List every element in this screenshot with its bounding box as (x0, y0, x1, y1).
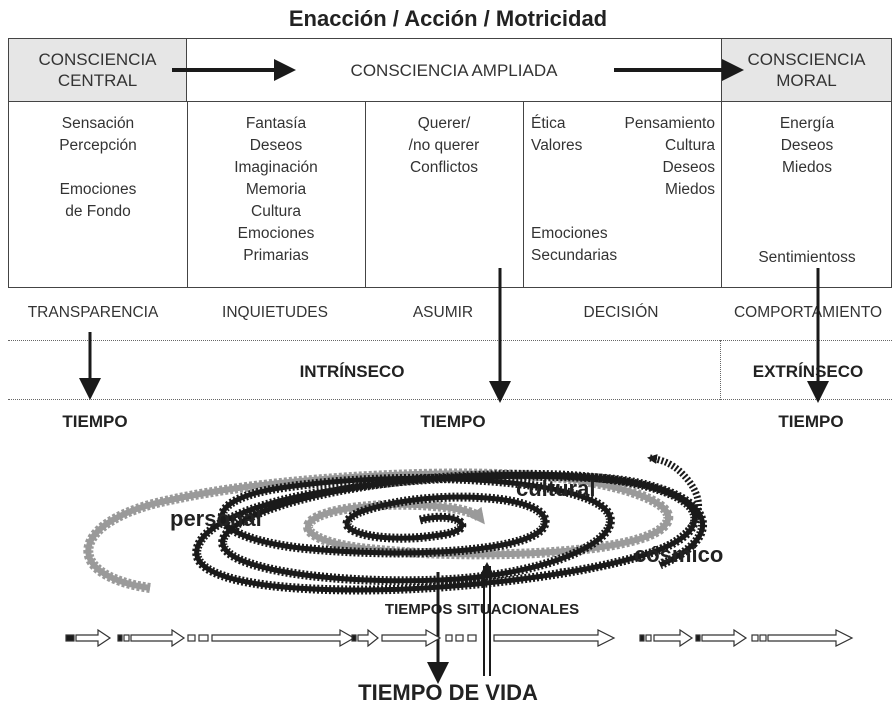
cell-central-bottom: Emociones de Fondo (59, 181, 137, 220)
stage-inquietudes: INQUIETUDES (222, 304, 328, 321)
column-divider (721, 101, 722, 288)
label-personal: personal (170, 506, 262, 531)
label-extrinseco: EXTRÍNSECO (752, 362, 864, 381)
band-divider (720, 340, 721, 400)
stage-asumir: ASUMIR (412, 304, 474, 321)
label-cosmico: cósmico (634, 542, 723, 567)
spiral (83, 454, 708, 595)
timeline (65, 628, 854, 648)
intrinsic-extrinsic-band (8, 340, 892, 400)
column-divider (365, 101, 366, 288)
cell-ampliada-3-left: Ética Valores (531, 115, 583, 154)
stage-comportamiento: COMPORTAMIENTO (733, 304, 883, 321)
header-consciencia-moral: CONSCIENCIA MORAL (721, 39, 891, 101)
cell-moral-bottom: Sentimientoss (758, 249, 856, 266)
column-divider (523, 101, 524, 288)
content-row: Sensación Percepción Emociones de Fondo … (8, 101, 892, 288)
cell-ampliada-3-bottom: Emociones Secundarias (531, 225, 618, 264)
diagram-title: Enacción / Acción / Motricidad (288, 6, 608, 31)
tiempo-label: TIEMPO (62, 412, 128, 431)
tiempo-label: TIEMPO (778, 412, 844, 431)
header-middle-label: CONSCIENCIA AMPLIADA (350, 60, 558, 80)
label-tiempo-de-vida: TIEMPO DE VIDA (358, 680, 538, 705)
stage-decision: DECISIÓN (583, 304, 659, 321)
cell-central-top: Sensación Percepción (59, 115, 137, 154)
cell-moral-top: Energía Deseos Miedos (779, 115, 835, 176)
header-right-label: CONSCIENCIA MORAL (747, 50, 866, 90)
cell-ampliada-2: Querer/ /no querer Conflictos (408, 115, 480, 176)
label-tiempos-situacionales: TIEMPOS SITUACIONALES (385, 601, 579, 618)
tiempo-label: TIEMPO (420, 412, 486, 431)
cell-ampliada-1: Fantasía Deseos Imaginación Memoria Cult… (234, 115, 318, 264)
column-divider (187, 101, 188, 288)
up-arrow-head (480, 562, 494, 575)
header-consciencia-central: CONSCIENCIA CENTRAL (9, 39, 187, 101)
header-left-label: CONSCIENCIA CENTRAL (38, 50, 157, 90)
stage-transparencia: TRANSPARENCIA (27, 304, 159, 321)
label-cultural: cultural (516, 476, 595, 501)
label-intrinseco: INTRÍNSECO (299, 362, 405, 381)
cell-ampliada-3-right: Pensamiento Cultura Deseos Miedos (624, 115, 715, 198)
